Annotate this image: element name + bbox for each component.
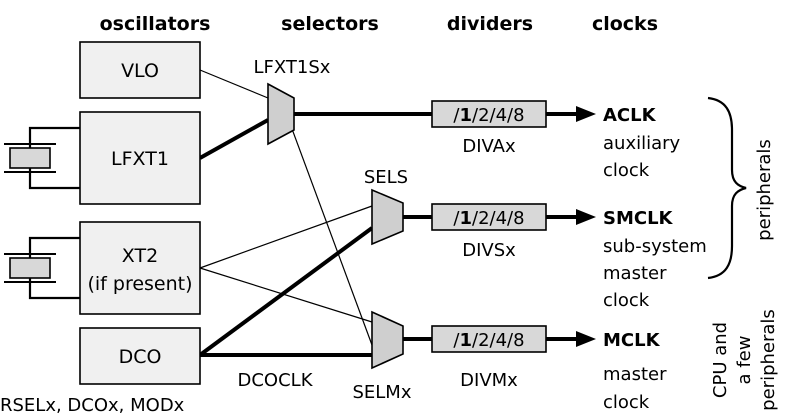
smclk-output: SMCLK sub-system master clock: [603, 208, 707, 311]
smclk-desc-2: master: [603, 263, 667, 284]
lfxt1s-label: LFXT1Sx: [254, 57, 331, 78]
sels-label: SELS: [364, 167, 408, 188]
lfxt1s-mux: LFXT1Sx: [254, 57, 331, 146]
divs-divider: /1/2/4/8 DIVSx: [431, 203, 547, 261]
crystal-icon-lfxt1: [4, 126, 80, 190]
xt2-label: XT2: [122, 245, 158, 267]
connections: [198, 69, 432, 357]
header-dividers: dividers: [447, 13, 533, 35]
mclk-output: MCLK master clock: [603, 330, 667, 413]
vlo-block: VLO: [79, 41, 201, 99]
crystal-icon-xt2: [4, 236, 80, 300]
smclk-desc-1: sub-system: [603, 236, 707, 257]
output-arrows: [546, 106, 596, 347]
mclk-desc-2: clock: [603, 392, 650, 413]
aclk-output: ACLK auxiliary clock: [603, 105, 681, 181]
lfxt1-block: LFXT1: [79, 111, 201, 205]
smclk-label: SMCLK: [603, 208, 674, 229]
cpu-label-line3: peripherals: [758, 309, 779, 411]
mclk-desc-1: master: [603, 364, 667, 385]
header-oscillators: oscillators: [100, 13, 211, 35]
xt2-block: XT2 (if present): [79, 221, 201, 315]
divm-label: DIVMx: [460, 370, 518, 391]
cpu-side-label: CPU and a few peripherals: [710, 309, 779, 411]
smclk-desc-3: clock: [603, 290, 650, 311]
mclk-label: MCLK: [603, 330, 661, 351]
svg-text:/1/2/4/8: /1/2/4/8: [453, 330, 524, 351]
header-selectors: selectors: [281, 13, 379, 35]
peripherals-brace: [707, 96, 747, 280]
sels-mux: SELS: [364, 167, 408, 246]
diva-divider: /1/2/4/8 DIVAx: [431, 100, 547, 157]
dco-block: DCO: [79, 327, 201, 385]
aclk-desc-2: clock: [603, 160, 650, 181]
peripherals-label: peripherals: [754, 139, 775, 241]
cpu-label-line2: a few: [734, 336, 755, 385]
aclk-label: ACLK: [603, 105, 657, 126]
divs-label: DIVSx: [462, 240, 516, 261]
xt2-note: (if present): [87, 273, 192, 295]
lfxt1-label: LFXT1: [111, 148, 169, 170]
aclk-desc-1: auxiliary: [603, 133, 681, 154]
dco-label: DCO: [119, 346, 162, 368]
divm-divider: /1/2/4/8 DIVMx: [431, 325, 547, 391]
selm-label: SELMx: [352, 382, 411, 403]
dcoclk-label: DCOCLK: [238, 370, 314, 391]
svg-text:/1/2/4/8: /1/2/4/8: [453, 208, 524, 229]
diva-label: DIVAx: [462, 136, 516, 157]
vlo-label: VLO: [121, 60, 159, 82]
svg-text:/1/2/4/8: /1/2/4/8: [453, 105, 524, 126]
header-clocks: clocks: [592, 13, 658, 35]
selm-mux: SELMx: [352, 310, 412, 403]
dco-caption: RSELx, DCOx, MODx: [0, 395, 185, 416]
cpu-label-line1: CPU and: [710, 322, 731, 398]
